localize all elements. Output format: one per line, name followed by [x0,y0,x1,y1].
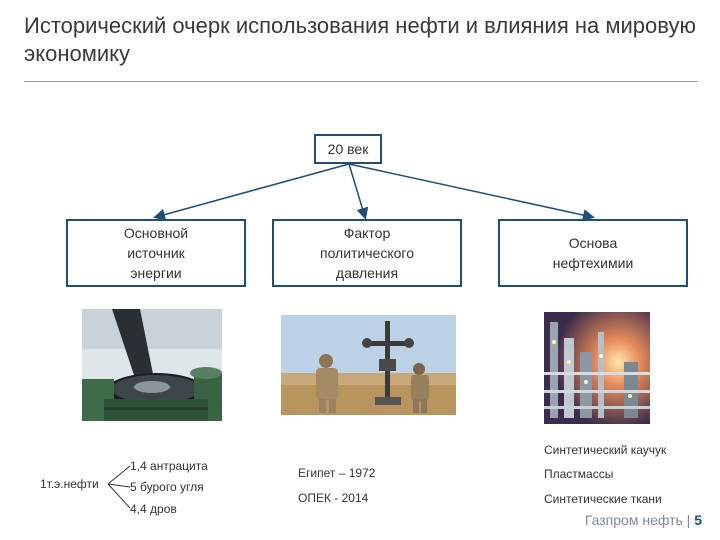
arrow-to-energy [153,163,350,221]
footer-separator: | [686,512,691,528]
petrochem-item-plastics: Пластмассы [544,467,614,481]
branch-box-politics: Фактор политического давления [272,219,462,287]
branch-box-energy: Основной источник энергии [66,219,246,287]
soldiers-wellhead-photo [281,315,456,415]
politics-item-opec: ОПЕК - 2014 [298,491,369,505]
slide-title: Исторический очерк использования нефти и… [24,13,696,66]
branch-box-petrochem: Основа нефтехимии [498,219,688,287]
footer: Газпром нефть | 5 [585,512,702,528]
branch-line-firewood [107,483,131,509]
branch-line-brown-coal [107,483,131,488]
oil-barrels-photo [82,309,222,421]
equivalence-item-firewood: 4,4 дров [130,502,177,516]
equivalence-item-brown-coal: 5 бурого угля [130,480,204,494]
title-divider [24,81,698,82]
politics-item-egypt: Египет – 1972 [298,466,376,480]
branch-line-anthracite [107,465,131,485]
century-box: 20 век [314,134,382,164]
energy-equivalence-root: 1т.э.нефти [40,477,99,491]
arrow-to-politics [348,163,369,220]
equivalence-item-anthracite: 1,4 антрацита [130,459,208,473]
branch-label-energy: Основной источник энергии [123,225,189,281]
branch-label-petrochem: Основа нефтехимии [552,235,634,271]
arrow-to-petrochem [348,163,595,221]
century-label: 20 век [327,141,369,157]
petrochemical-plant-photo [544,312,650,424]
footer-company: Газпром нефть [584,512,683,528]
branch-label-politics: Фактор политического давления [319,225,414,281]
petrochem-item-fabrics: Синтетические ткани [544,492,662,506]
petrochem-item-rubber: Синтетический каучук [544,443,667,457]
page-number: 5 [694,512,702,528]
